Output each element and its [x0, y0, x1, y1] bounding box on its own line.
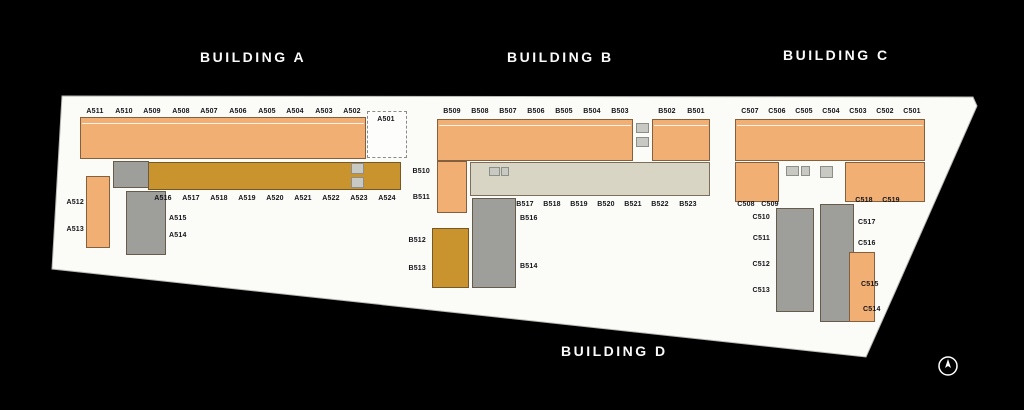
unit-label: A508 [172, 108, 190, 115]
compass-icon [938, 356, 958, 376]
unit-label: A513 [66, 226, 84, 233]
elevator-icon [636, 137, 649, 147]
unit-label: B523 [679, 201, 697, 208]
unit-block-c-top-row [735, 119, 925, 161]
unit-label: A505 [258, 108, 276, 115]
unit-label: C516 [858, 240, 876, 247]
unit-label: A522 [322, 195, 340, 202]
elevator-icon [489, 167, 500, 176]
unit-label: B511 [412, 194, 430, 201]
unit-label: B501 [687, 108, 705, 115]
unit-label: A514 [169, 232, 187, 239]
building-b-label: BUILDING B [507, 49, 614, 65]
stairs-icon [501, 167, 509, 176]
unit-label: B519 [570, 201, 588, 208]
unit-label: A506 [229, 108, 247, 115]
unit-label: A501 [377, 116, 395, 123]
unit-label: A502 [343, 108, 361, 115]
unit-label: B513 [408, 265, 426, 272]
unit-label: B509 [443, 108, 461, 115]
unit-label: A518 [210, 195, 228, 202]
unit-label: C509 [761, 201, 779, 208]
unit-label: B514 [520, 263, 538, 270]
unit-block-a-gray-top [113, 161, 149, 188]
unit-label: A504 [286, 108, 304, 115]
unit-block-b-gray-column [472, 198, 516, 288]
building-d-label: BUILDING D [561, 343, 668, 359]
unit-block-c-row2-left [735, 162, 779, 202]
unit-label: C504 [822, 108, 840, 115]
unit-label: A524 [378, 195, 396, 202]
unit-label: B504 [583, 108, 601, 115]
unit-block-a-top-row [80, 117, 366, 159]
unit-label: A509 [143, 108, 161, 115]
unit-label: B516 [520, 215, 538, 222]
building-c-label: BUILDING C [783, 47, 890, 63]
unit-label: A512 [66, 199, 84, 206]
unit-label: C502 [876, 108, 894, 115]
elevator-icon [820, 166, 833, 178]
unit-block-c-left-column [776, 208, 814, 312]
unit-label: B503 [611, 108, 629, 115]
unit-label: C508 [737, 201, 755, 208]
unit-label: C519 [882, 197, 900, 204]
unit-label: A517 [182, 195, 200, 202]
unit-label: C517 [858, 219, 876, 226]
unit-label: B506 [527, 108, 545, 115]
unit-block-c-row2-right [845, 162, 925, 202]
unit-label: B510 [412, 168, 430, 175]
unit-block-b-left-column [437, 161, 467, 213]
unit-block-a-left-column [86, 176, 110, 248]
unit-label: A523 [350, 195, 368, 202]
unit-label: B520 [597, 201, 615, 208]
elevator-icon [351, 177, 364, 188]
unit-label: A503 [315, 108, 333, 115]
unit-label: C518 [855, 197, 873, 204]
unit-label: A515 [169, 215, 187, 222]
unit-label: A507 [200, 108, 218, 115]
unit-label: B518 [543, 201, 561, 208]
unit-label: A516 [154, 195, 172, 202]
unit-block-b-top-right [652, 119, 710, 161]
unit-label: C501 [903, 108, 921, 115]
unit-label: B517 [516, 201, 534, 208]
unit-label: C507 [741, 108, 759, 115]
unit-label: B505 [555, 108, 573, 115]
unit-label: C506 [768, 108, 786, 115]
unit-label: A510 [115, 108, 133, 115]
unit-block-a-gray-column [126, 191, 166, 255]
unit-label: B502 [658, 108, 676, 115]
unit-block-b-top-row [437, 119, 633, 161]
unit-label: B507 [499, 108, 517, 115]
unit-label: C505 [795, 108, 813, 115]
unit-label: C512 [752, 261, 770, 268]
unit-label: A520 [266, 195, 284, 202]
unit-label: C513 [752, 287, 770, 294]
unit-block-c-right-column [820, 204, 854, 322]
unit-label: A521 [294, 195, 312, 202]
stairs-icon [351, 163, 364, 174]
unit-label: B521 [624, 201, 642, 208]
unit-label: C514 [863, 306, 881, 313]
unit-label: C511 [752, 235, 770, 242]
unit-label: B512 [408, 237, 426, 244]
elevator-icon [801, 166, 810, 176]
unit-label: A511 [86, 108, 104, 115]
stairs-icon [636, 123, 649, 133]
stairs-icon [786, 166, 799, 176]
unit-block-b-gold-column [432, 228, 469, 288]
unit-label: C510 [752, 214, 770, 221]
unit-block-b-mid-row [470, 162, 710, 196]
unit-block-c-orange-column [849, 252, 875, 322]
unit-block-a501 [367, 111, 407, 158]
unit-label: C515 [861, 281, 879, 288]
unit-label: C503 [849, 108, 867, 115]
unit-label: B508 [471, 108, 489, 115]
unit-label: A519 [238, 195, 256, 202]
building-a-label: BUILDING A [200, 49, 307, 65]
unit-label: B522 [651, 201, 669, 208]
